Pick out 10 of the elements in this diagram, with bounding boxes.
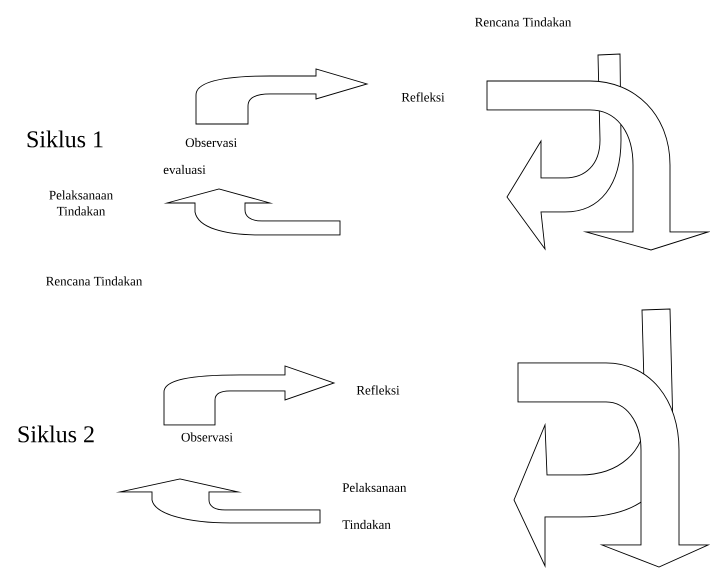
stage-label: Pelaksanaan Tindakan <box>49 190 113 216</box>
stage-label: Refleksi <box>402 92 444 102</box>
stage-label: Refleksi <box>356 385 400 395</box>
stage-label: Observasi <box>182 432 233 442</box>
stage-label: Observasi evaluasi <box>164 138 237 174</box>
stage-label: Pelaksanaan Tindakan <box>342 482 406 530</box>
stage-label: Rencana Tindakan <box>475 17 572 27</box>
stage-label: Rencana Tindakan <box>46 276 142 286</box>
cycle-title: Siklus 2 <box>18 426 94 442</box>
cycle-title: Siklus 1 <box>28 130 103 148</box>
